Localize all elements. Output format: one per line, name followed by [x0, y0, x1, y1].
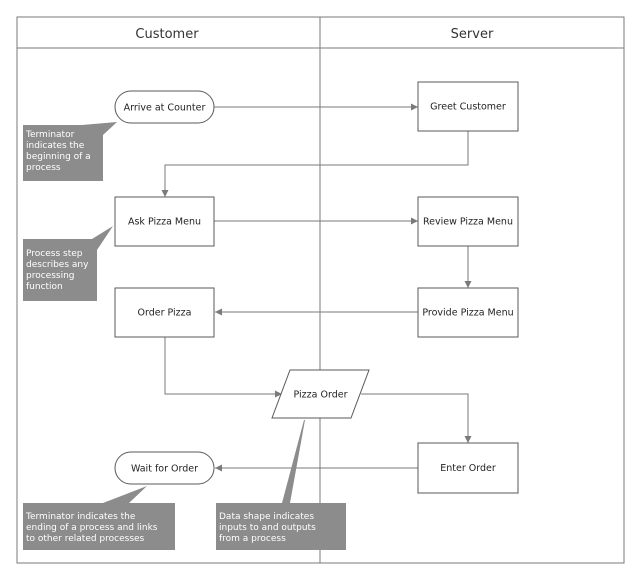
node-label: Order Pizza	[138, 308, 192, 319]
node-arrive-at-counter[interactable]: Arrive at Counter	[114, 90, 215, 124]
callout-process-step: Process step describes any processing fu…	[23, 226, 113, 301]
node-enter-order[interactable]: Enter Order	[417, 442, 519, 494]
swimlane-frame	[16, 16, 625, 564]
callout-terminator-end: Terminator indicates the ending of a pro…	[23, 486, 175, 550]
callout-text: Process step describes any processing fu…	[26, 249, 91, 292]
process-shape	[417, 196, 519, 247]
callout-line: Terminator indicates the	[25, 512, 136, 522]
callout-line: Process step	[26, 249, 83, 259]
callout-shape	[23, 226, 113, 301]
callout-line: indicates the	[26, 141, 85, 151]
node-label: Enter Order	[440, 463, 496, 474]
terminator-shape	[114, 90, 215, 124]
node-ask-pizza-menu[interactable]: Ask Pizza Menu	[114, 196, 215, 247]
callout-text: Data shape indicates inputs to and outpu…	[219, 512, 319, 544]
node-review-pizza-menu[interactable]: Review Pizza Menu	[417, 196, 519, 247]
connector-pizza-order-to-enter	[361, 393, 472, 443]
callout-line: ending of a process and links	[26, 523, 158, 533]
node-provide-pizza-menu[interactable]: Provide Pizza Menu	[417, 287, 519, 338]
data-shape	[271, 369, 370, 419]
callout-text: Terminator indicates the ending of a pro…	[25, 512, 160, 544]
node-order-pizza[interactable]: Order Pizza	[114, 287, 215, 338]
callout-data-shape: Data shape indicates inputs to and outpu…	[216, 420, 346, 550]
callout-line: processing	[26, 271, 75, 281]
node-label: Ask Pizza Menu	[128, 217, 201, 228]
process-shape	[417, 81, 519, 132]
callout-text: Terminator indicates the beginning of a …	[25, 130, 94, 173]
callout-line: from a process	[219, 534, 286, 544]
callout-line: Data shape indicates	[219, 512, 314, 522]
process-shape	[114, 196, 215, 247]
callout-line: to other related processes	[26, 534, 145, 544]
process-shape	[417, 287, 519, 338]
node-label: Review Pizza Menu	[423, 217, 513, 228]
callout-shape	[23, 486, 175, 550]
node-label: Provide Pizza Menu	[422, 308, 513, 319]
callout-shape	[216, 420, 346, 550]
node-wait-for-order[interactable]: Wait for Order	[114, 451, 215, 485]
connector-order-to-pizza-order	[164, 337, 282, 398]
callout-shape	[23, 122, 117, 181]
callout-line: beginning of a	[26, 152, 91, 162]
node-label: Pizza Order	[294, 390, 348, 401]
callout-line: function	[26, 282, 63, 292]
node-label: Wait for Order	[131, 464, 198, 475]
node-label: Greet Customer	[430, 102, 506, 113]
node-label: Arrive at Counter	[124, 103, 206, 114]
connectors	[161, 103, 472, 472]
terminator-shape	[114, 451, 215, 485]
callout-line: inputs to and outputs	[219, 523, 316, 533]
node-pizza-order[interactable]: Pizza Order	[271, 369, 370, 419]
callout-line: Terminator	[25, 130, 75, 140]
node-greet-customer[interactable]: Greet Customer	[417, 81, 519, 132]
callout-terminator-start: Terminator indicates the beginning of a …	[23, 122, 117, 181]
callout-line: describes any	[26, 260, 89, 270]
process-shape	[417, 442, 519, 494]
lane-header-customer: Customer	[135, 27, 199, 42]
process-shape	[114, 287, 215, 338]
callout-line: process	[26, 163, 61, 173]
connector-greet-to-ask-menu	[161, 131, 469, 197]
lane-header-server: Server	[451, 27, 494, 42]
